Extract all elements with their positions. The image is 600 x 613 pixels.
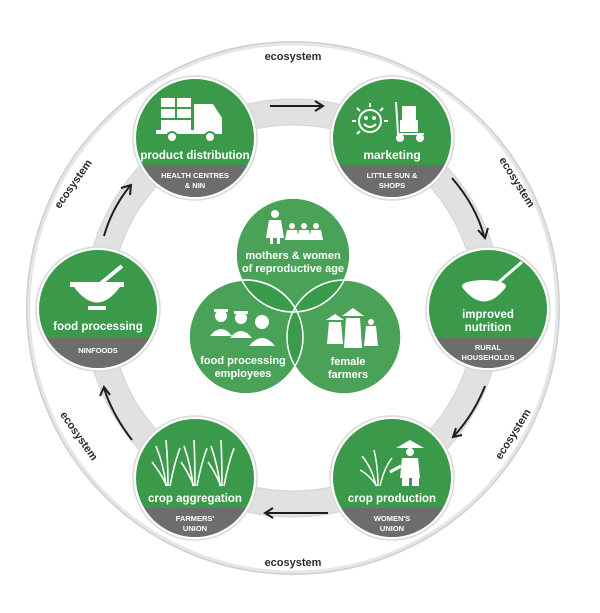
- improved-nutrition-sub-1: RURAL: [475, 343, 502, 352]
- venn-employees-label-2: employees: [215, 368, 272, 380]
- crop-production-sub-2: UNION: [380, 524, 404, 533]
- node-crop-aggregation: crop aggregation FARMERS' UNION: [132, 415, 258, 541]
- node-improved-nutrition: improved nutrition RURAL HOUSEHOLDS: [425, 246, 551, 372]
- mother-children-icon: [266, 210, 323, 244]
- node-product-distribution: product distribution HEALTH CENTRES & NI…: [132, 75, 258, 201]
- arrow-nutrition-to-production: [451, 385, 486, 439]
- node-crop-production: crop production WOMEN'S UNION: [329, 415, 455, 541]
- improved-nutrition-sub-2: HOUSEHOLDS: [462, 353, 515, 362]
- farmer-planting-icon: [359, 440, 424, 487]
- product-distribution-sub-1: HEALTH CENTRES: [161, 171, 229, 180]
- venn-farmers-label-1: female: [331, 356, 366, 368]
- arrow-aggregation-to-processing: [99, 385, 133, 441]
- ecosystem-outer-shadow: [27, 42, 559, 574]
- mortar-pestle-icon: [70, 264, 124, 310]
- bowl-icon: [462, 260, 523, 302]
- product-distribution-sub-2: & NIN: [185, 181, 205, 190]
- crop-production-sub-1: WOMEN'S: [374, 514, 410, 523]
- center-venn: mothers & women of reproductive age food…: [188, 197, 402, 395]
- wheat-icon: [151, 439, 235, 487]
- improved-nutrition-title-2: nutrition: [465, 322, 512, 334]
- venn-employees-label-1: food processing: [200, 355, 286, 367]
- marketing-sub-2: SHOPS: [379, 181, 405, 190]
- workers-icon: [210, 309, 275, 346]
- crop-aggregation-sub-1: FARMERS': [176, 514, 215, 523]
- venn-mothers-label-1: mothers & women: [245, 250, 341, 262]
- food-processing-sub-1: NINFOODS: [78, 346, 118, 355]
- arrow-processing-to-distribution: [103, 183, 133, 237]
- female-farmers-icon: [326, 308, 378, 348]
- arrow-marketing-to-nutrition: [451, 177, 489, 241]
- ecosystem-label-top: ecosystem: [265, 51, 322, 63]
- arrow-distribution-to-marketing: [270, 100, 325, 112]
- crop-production-title: crop production: [348, 493, 436, 505]
- flow-arrows: [99, 100, 489, 519]
- sun-cart-icon: [352, 101, 424, 142]
- food-processing-title: food processing: [53, 321, 142, 333]
- crop-aggregation-sub-2: UNION: [183, 524, 207, 533]
- product-distribution-title: product distribution: [140, 150, 249, 162]
- marketing-title: marketing: [363, 148, 420, 162]
- venn-mothers-label-2: of reproductive age: [242, 263, 344, 275]
- truck-icon: [156, 98, 222, 143]
- arrow-production-to-aggregation: [263, 507, 328, 519]
- venn-farmers-label-2: farmers: [328, 369, 368, 381]
- node-food-processing: food processing NINFOODS: [35, 246, 161, 372]
- crop-aggregation-title: crop aggregation: [148, 493, 242, 505]
- ecosystem-label-bottom: ecosystem: [265, 557, 322, 569]
- improved-nutrition-title-1: improved: [462, 309, 514, 321]
- marketing-sub-1: LITTLE SUN &: [367, 171, 418, 180]
